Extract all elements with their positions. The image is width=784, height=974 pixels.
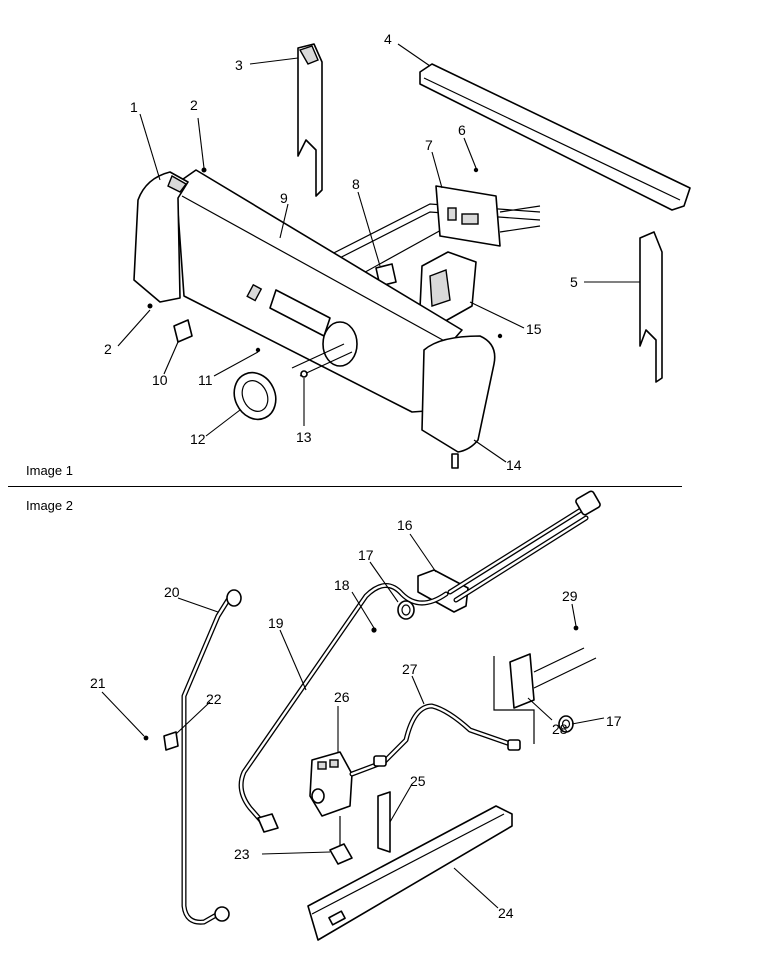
- section-label-image-1: Image 1: [26, 463, 73, 478]
- part-29-screw: [573, 625, 579, 631]
- leaders-image-1: [117, 43, 640, 463]
- part-10-rocker-switch: [173, 319, 193, 343]
- callout-1: 1: [130, 99, 138, 115]
- callout-20: 20: [164, 584, 180, 600]
- callout-4: 4: [384, 31, 392, 47]
- callout-27: 27: [402, 661, 418, 677]
- callout-8: 8: [352, 176, 360, 192]
- part-18-screw: [371, 627, 377, 633]
- callout-19: 19: [268, 615, 284, 631]
- part-19-tube: [238, 583, 449, 833]
- callout-11: 11: [198, 372, 213, 388]
- callout-15: 15: [526, 321, 542, 337]
- callout-29: 29: [562, 588, 578, 604]
- part-21-screw: [143, 735, 149, 741]
- callout-25: 25: [410, 773, 426, 789]
- callout-17-lower: 17: [606, 713, 622, 729]
- callout-9: 9: [280, 190, 288, 206]
- part-4-trim-strip: [419, 63, 691, 211]
- part-16-bracket: [417, 490, 601, 613]
- part-5-side-bracket: [639, 231, 663, 383]
- screws-image-1: [147, 167, 503, 353]
- callout-13: 13: [296, 429, 312, 445]
- callout-16: 16: [397, 517, 413, 533]
- part-3-side-bracket: [297, 43, 323, 197]
- part-14-right-end-cap: [421, 335, 496, 469]
- callout-6: 6: [458, 122, 466, 138]
- part-26-valve: [309, 751, 353, 848]
- part-28-bracket: [493, 647, 597, 744]
- part-22-clip: [163, 731, 179, 751]
- leaders-image-2: [101, 533, 605, 909]
- section-divider: [8, 486, 682, 487]
- callout-28: 28: [552, 721, 568, 737]
- callout-21: 21: [90, 675, 106, 691]
- part-20-tube: [181, 589, 242, 925]
- callout-2-upper: 2: [190, 97, 198, 113]
- part-23-connector: [329, 843, 353, 865]
- callout-5: 5: [570, 274, 578, 290]
- part-7-switch-bracket: [435, 185, 541, 247]
- callout-2-lower: 2: [104, 341, 112, 357]
- section-label-image-2: Image 2: [26, 498, 73, 513]
- callout-22: 22: [206, 691, 222, 707]
- callout-14: 14: [506, 457, 522, 473]
- callout-23: 23: [234, 846, 250, 862]
- callout-7: 7: [425, 137, 433, 153]
- callout-24: 24: [498, 905, 514, 921]
- part-1-left-end-cap: [133, 171, 189, 303]
- part-12-bezel-ring: [233, 371, 277, 421]
- part-15-control-body: [419, 251, 477, 325]
- callout-3: 3: [235, 57, 243, 73]
- part-27-tube: [349, 703, 521, 777]
- part-25-bracket: [377, 791, 391, 853]
- part-9-backguard-panel: [175, 169, 463, 413]
- callout-10: 10: [152, 372, 168, 388]
- callout-26: 26: [334, 689, 350, 705]
- part-13-screw: [291, 343, 353, 378]
- callout-18: 18: [334, 577, 350, 593]
- callout-17-upper: 17: [358, 547, 374, 563]
- part-24-lower-panel: [307, 805, 513, 941]
- callout-12: 12: [190, 431, 206, 447]
